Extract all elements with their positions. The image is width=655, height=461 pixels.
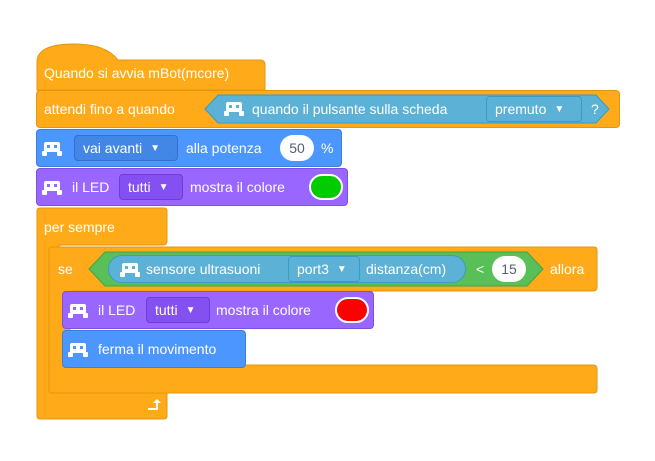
stop-movement-label: ferma il movimento (98, 341, 217, 357)
show-color-label: mostra il colore (216, 302, 311, 318)
stop-block[interactable] (62, 330, 246, 368)
mbot-robot-icon (68, 304, 88, 318)
port-value: port3 (297, 261, 329, 277)
led-label: il LED (98, 302, 136, 318)
button-state-dropdown[interactable]: premuto ▼ (486, 96, 582, 122)
button-state-value: premuto (495, 101, 547, 117)
mbot-robot-icon (120, 263, 140, 277)
color-swatch-green[interactable] (309, 174, 343, 200)
led-select-value: tutti (155, 302, 178, 318)
dropdown-caret-icon: ▼ (150, 142, 161, 154)
led-select-value: tutti (128, 179, 151, 195)
port-dropdown[interactable]: port3 ▼ (288, 256, 360, 282)
loop-arrow-icon (148, 399, 161, 410)
then-label: allora (550, 261, 585, 277)
led-block-1[interactable] (36, 168, 348, 206)
dropdown-caret-icon: ▼ (554, 103, 565, 115)
led-label: il LED (72, 179, 110, 195)
power-unit: % (321, 140, 334, 156)
color-swatch-red[interactable] (335, 297, 369, 323)
distance-label: distanza(cm) (366, 261, 447, 277)
dropdown-caret-icon: ▼ (336, 263, 347, 275)
dropdown-caret-icon: ▼ (158, 181, 169, 193)
mbot-robot-icon (42, 181, 62, 195)
wait-until-label: attendi fino a quando (44, 101, 175, 117)
dropdown-caret-icon: ▼ (185, 304, 196, 316)
ultrasonic-sensor-label: sensore ultrasuoni (146, 261, 261, 277)
power-input[interactable]: 50 (280, 135, 314, 161)
distance-threshold-input[interactable]: 15 (492, 256, 526, 282)
led-block-2[interactable] (62, 291, 374, 329)
if-label: se (58, 261, 73, 277)
mbot-robot-icon (68, 343, 88, 357)
ultrasonic-sensor-reporter[interactable] (108, 255, 466, 283)
led-select-dropdown[interactable]: tutti ▼ (119, 174, 183, 200)
mbot-robot-icon (224, 102, 244, 116)
forever-label: per sempre (44, 219, 115, 235)
mbot-robot-icon (42, 142, 62, 156)
direction-value: vai avanti (83, 140, 143, 156)
led-select-dropdown[interactable]: tutti ▼ (146, 297, 210, 323)
button-condition-label: quando il pulsante sulla scheda (252, 101, 448, 117)
direction-dropdown[interactable]: vai avanti ▼ (74, 135, 178, 161)
hat-label: Quando si avvia mBot(mcore) (44, 65, 230, 81)
operator-symbol: < (476, 261, 485, 277)
power-label: alla potenza (186, 140, 262, 156)
question-mark: ? (591, 101, 599, 117)
show-color-label: mostra il colore (190, 179, 285, 195)
hat-block[interactable] (36, 40, 266, 92)
